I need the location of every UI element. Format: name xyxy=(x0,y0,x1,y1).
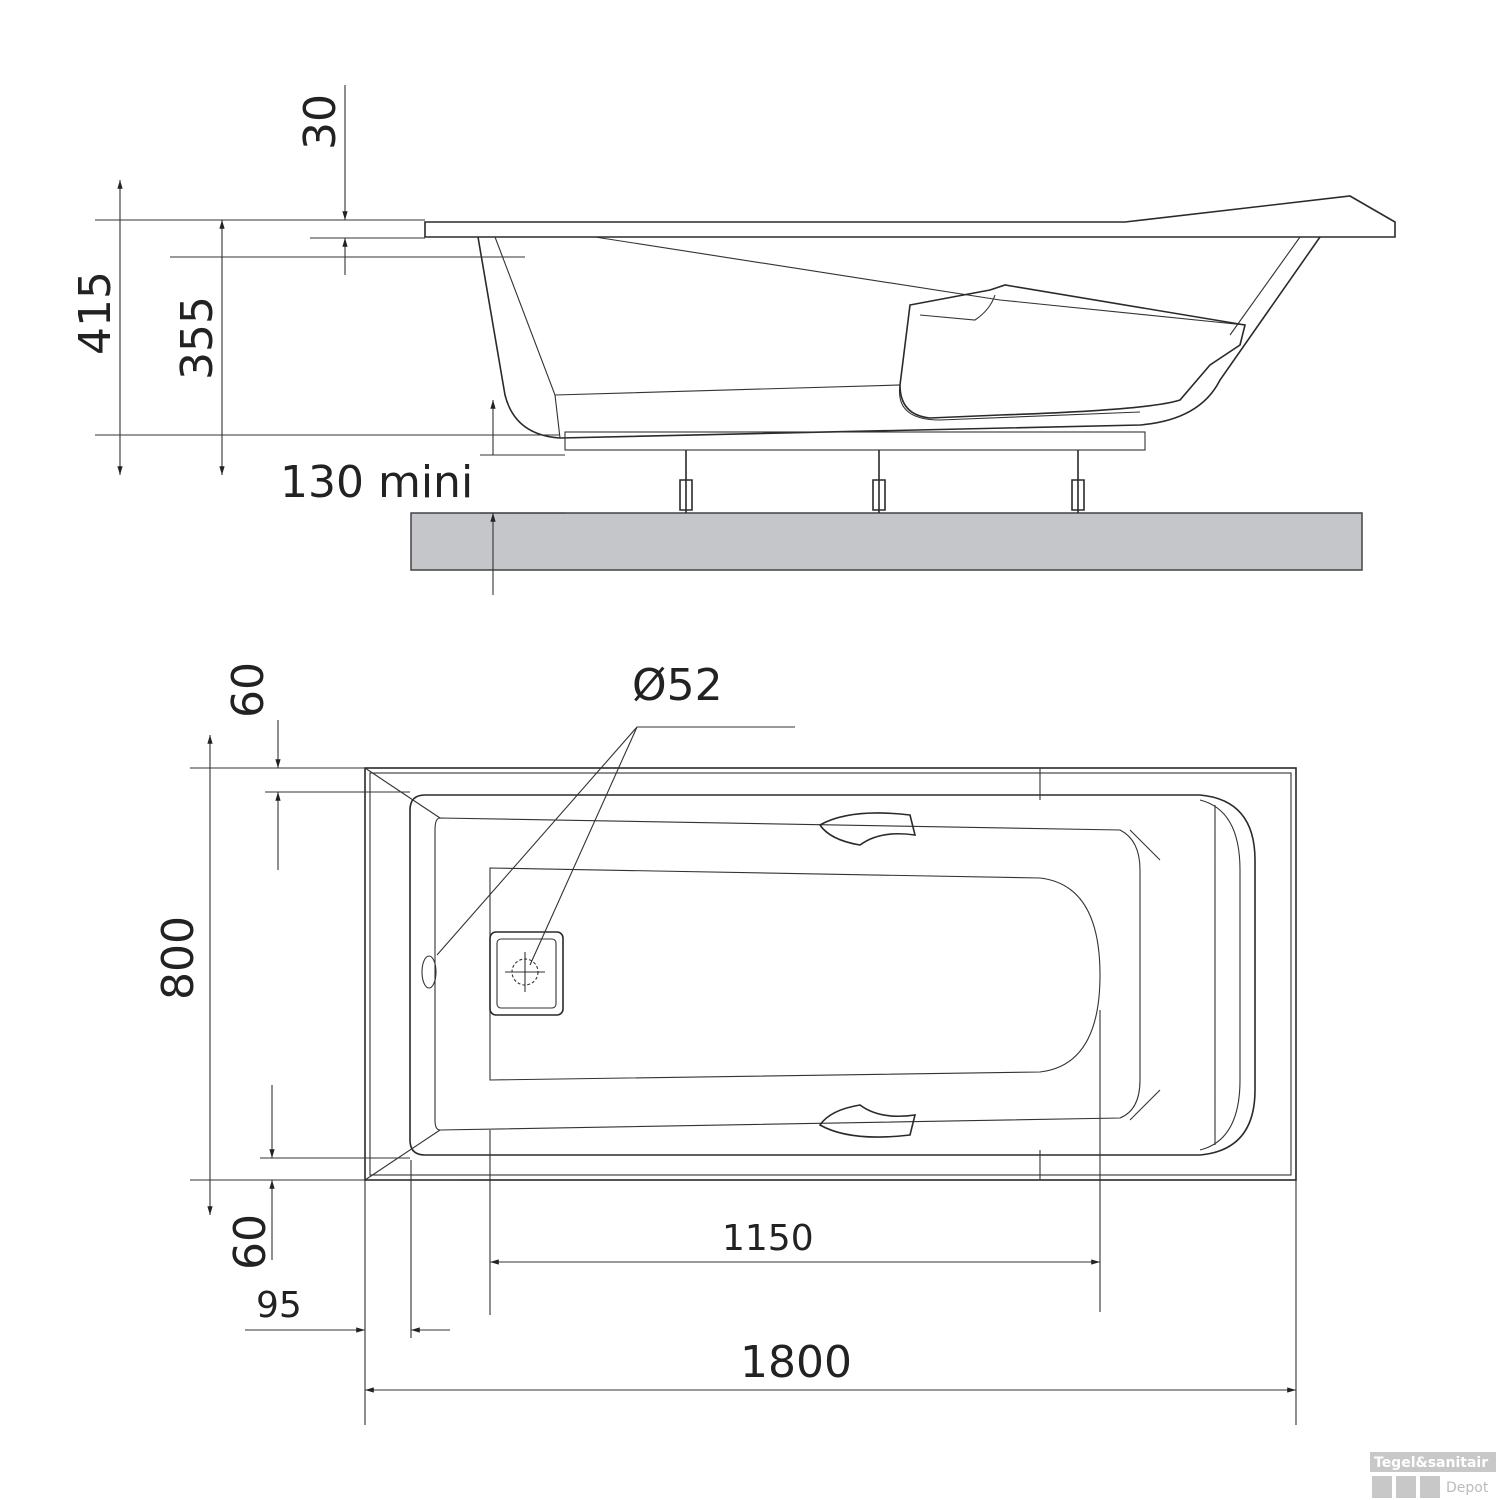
top-view: Ø52 60 800 60 95 1150 1800 xyxy=(153,660,1297,1425)
watermark-line1: Tegel&sanitair xyxy=(1374,1455,1488,1471)
tub-body xyxy=(477,236,1321,439)
support-frame xyxy=(564,431,1146,451)
seat xyxy=(899,284,1246,419)
dim-inner-length-label: 1150 xyxy=(722,1218,814,1259)
tub-outline xyxy=(364,767,1297,1181)
side-dimension-lines xyxy=(95,85,565,595)
dim-total-length-label: 1800 xyxy=(740,1337,852,1388)
dim-rim-label: 30 xyxy=(295,94,346,150)
dim-rim-bottom-label: 60 xyxy=(225,1214,276,1270)
watermark-line2: Depot xyxy=(1446,1480,1489,1496)
inner-bottom xyxy=(489,867,1101,1081)
side-view: 30 415 355 130 mini xyxy=(70,85,1396,595)
top-dimension-lines xyxy=(190,720,1297,1425)
dim-total-height-label: 415 xyxy=(70,271,121,355)
tub-rim xyxy=(424,195,1396,238)
support-legs xyxy=(679,450,1085,513)
overflow xyxy=(421,955,437,989)
dim-drain-diameter-label: Ø52 xyxy=(632,660,723,711)
armrest-bottom xyxy=(818,1104,917,1138)
dim-depth-label: 355 xyxy=(172,296,223,380)
basin-outline xyxy=(409,794,1256,1156)
floor xyxy=(410,512,1363,571)
armrest-top xyxy=(818,812,917,846)
dim-rim-top-label: 60 xyxy=(223,662,274,718)
drain xyxy=(489,931,564,1016)
dim-end-rim-label: 95 xyxy=(256,1285,302,1326)
watermark-logo: Tegel&sanitair Depot xyxy=(1370,1452,1496,1498)
dim-width-label: 800 xyxy=(153,916,204,1000)
dim-floor-clearance-label: 130 mini xyxy=(280,457,473,508)
